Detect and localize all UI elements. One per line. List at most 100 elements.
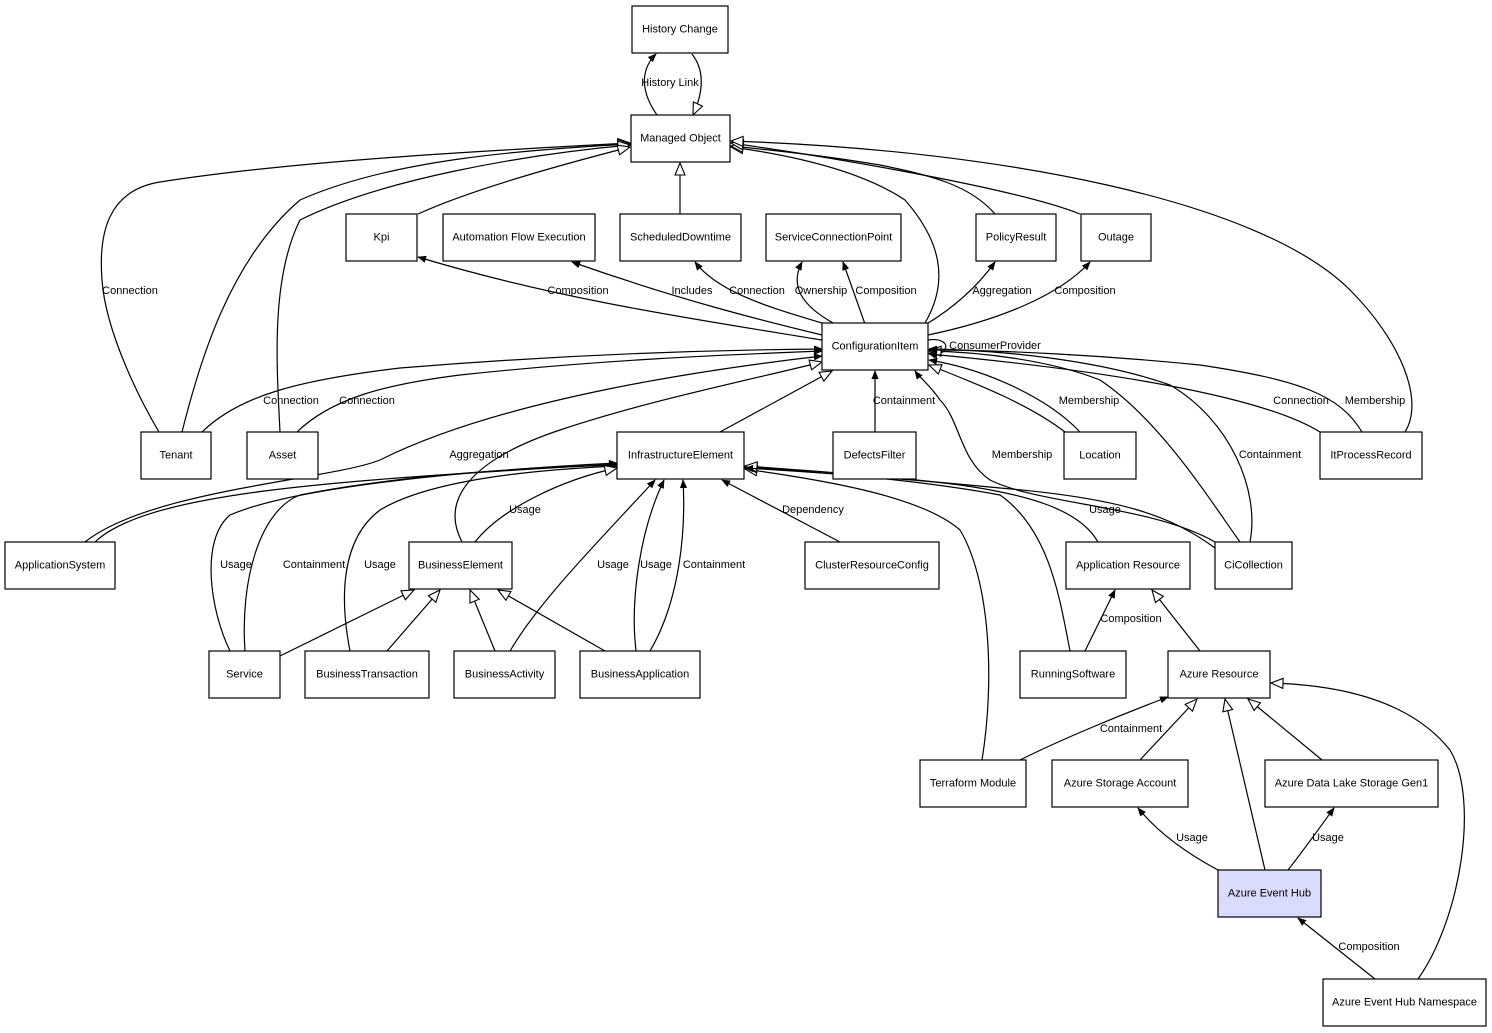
svg-text:Azure Data Lake Storage Gen1: Azure Data Lake Storage Gen1 bbox=[1275, 778, 1428, 790]
edge-sa-to-azr bbox=[1139, 699, 1197, 761]
label-containment: Containment bbox=[873, 395, 935, 407]
edge-aeh-to-sa bbox=[1137, 807, 1219, 871]
label-usage: Usage bbox=[1176, 832, 1208, 844]
node-scheduled-downtime[interactable]: ScheduledDowntime bbox=[619, 213, 742, 262]
svg-text:Terraform Module: Terraform Module bbox=[930, 778, 1016, 790]
node-ci-collection[interactable]: CiCollection bbox=[1214, 541, 1293, 590]
svg-text:Tenant: Tenant bbox=[159, 450, 192, 462]
node-infrastructure-element[interactable]: InfrastructureElement bbox=[616, 431, 745, 480]
node-azure-resource[interactable]: Azure Resource bbox=[1167, 650, 1271, 699]
node-tenant[interactable]: Tenant bbox=[140, 431, 212, 480]
edge-bapp-to-be bbox=[498, 590, 606, 652]
edge-ci-to-automation bbox=[571, 261, 823, 336]
node-policy-result[interactable]: PolicyResult bbox=[975, 213, 1057, 262]
label-membership: Membership bbox=[992, 449, 1053, 461]
node-managed-object[interactable]: Managed Object bbox=[630, 114, 731, 163]
svg-text:Automation Flow Execution: Automation Flow Execution bbox=[452, 232, 585, 244]
node-business-transaction[interactable]: BusinessTransaction bbox=[304, 650, 430, 699]
node-history-change[interactable]: History Change bbox=[631, 5, 729, 54]
svg-text:ClusterResourceConfig: ClusterResourceConfig bbox=[815, 560, 929, 572]
edge-tenant-to-managed-object bbox=[100, 143, 630, 433]
node-service[interactable]: Service bbox=[208, 650, 281, 699]
label-dependency: Dependency bbox=[782, 504, 844, 516]
node-azure-data-lake-storage-gen1[interactable]: Azure Data Lake Storage Gen1 bbox=[1264, 759, 1439, 808]
node-application-system[interactable]: ApplicationSystem bbox=[4, 541, 116, 590]
edge-history-link bbox=[643, 53, 658, 116]
svg-text:Azure Event Hub Namespace: Azure Event Hub Namespace bbox=[1332, 997, 1477, 1009]
svg-text:ApplicationSystem: ApplicationSystem bbox=[15, 560, 106, 572]
edge-kpi-to-managed-object bbox=[417, 147, 630, 215]
svg-text:RunningSoftware: RunningSoftware bbox=[1031, 669, 1115, 681]
label-connection: Connection bbox=[263, 395, 319, 407]
node-configuration-item[interactable]: ConfigurationItem bbox=[821, 322, 929, 371]
edge-tenant-to-ci bbox=[201, 345, 823, 433]
edge-asset-to-ci bbox=[296, 347, 823, 433]
edge-tf-to-azr-containment bbox=[1019, 696, 1169, 761]
svg-text:Managed Object: Managed Object bbox=[640, 133, 721, 145]
svg-text:BusinessActivity: BusinessActivity bbox=[465, 669, 545, 681]
label-connection: Connection bbox=[1273, 395, 1329, 407]
edge-ci-to-kpi bbox=[417, 255, 823, 341]
node-defects-filter[interactable]: DefectsFilter bbox=[832, 431, 917, 480]
label-usage: Usage bbox=[364, 559, 396, 571]
svg-text:Outage: Outage bbox=[1098, 232, 1134, 244]
label-usage: Usage bbox=[640, 559, 672, 571]
node-terraform-module[interactable]: Terraform Module bbox=[919, 759, 1027, 808]
edge-dl-to-azr bbox=[1248, 699, 1323, 761]
label-usage: Usage bbox=[509, 504, 541, 516]
node-it-process-record[interactable]: ItProcessRecord bbox=[1319, 431, 1423, 480]
edge-rs-to-ar bbox=[1084, 589, 1116, 652]
node-running-software[interactable]: RunningSoftware bbox=[1019, 650, 1127, 699]
node-business-application[interactable]: BusinessApplication bbox=[579, 650, 701, 699]
node-service-connection-point[interactable]: ServiceConnectionPoint bbox=[765, 213, 902, 262]
node-automation-flow-execution[interactable]: Automation Flow Execution bbox=[442, 213, 596, 262]
node-cluster-resource-config[interactable]: ClusterResourceConfig bbox=[804, 541, 940, 590]
label-composition: Composition bbox=[547, 285, 608, 297]
node-azure-event-hub[interactable]: Azure Event Hub bbox=[1217, 869, 1322, 918]
label-containment: Containment bbox=[683, 559, 745, 571]
node-asset[interactable]: Asset bbox=[246, 431, 319, 480]
edge-itpr-to-ci-connection bbox=[928, 351, 1321, 433]
node-business-element[interactable]: BusinessElement bbox=[408, 541, 513, 590]
svg-text:ServiceConnectionPoint: ServiceConnectionPoint bbox=[775, 232, 892, 244]
node-location[interactable]: Location bbox=[1063, 431, 1137, 480]
edge-ci-to-scp-composition bbox=[842, 261, 866, 325]
label-composition: Composition bbox=[1054, 285, 1115, 297]
edge-tenant2-to-managed-object bbox=[181, 144, 630, 433]
edge-infra-to-ci bbox=[719, 371, 832, 433]
svg-text:Asset: Asset bbox=[269, 450, 297, 462]
edge-ci-to-outage bbox=[927, 261, 1091, 336]
svg-text:Location: Location bbox=[1079, 450, 1121, 462]
svg-text:ScheduledDowntime: ScheduledDowntime bbox=[630, 232, 731, 244]
edge-location-to-ci-membership bbox=[928, 357, 1081, 433]
label-aggregation: Aggregation bbox=[449, 449, 508, 461]
label-includes: Includes bbox=[672, 285, 713, 297]
label-composition: Composition bbox=[855, 285, 916, 297]
label-connection: Connection bbox=[102, 285, 158, 297]
label-aggregation: Aggregation bbox=[972, 285, 1031, 297]
label-containment: Containment bbox=[1100, 723, 1162, 735]
edge-crc-to-infra bbox=[721, 479, 841, 543]
node-application-resource[interactable]: Application Resource bbox=[1065, 541, 1191, 590]
node-outage[interactable]: Outage bbox=[1080, 213, 1152, 262]
label-usage: Usage bbox=[1312, 832, 1344, 844]
node-kpi[interactable]: Kpi bbox=[345, 213, 418, 262]
label-usage: Usage bbox=[220, 559, 252, 571]
edge-cicollection-to-ci-gen bbox=[929, 351, 1241, 543]
label-consumer-provider: ConsumerProvider bbox=[949, 340, 1041, 352]
svg-text:BusinessTransaction: BusinessTransaction bbox=[316, 669, 418, 681]
label-composition: Composition bbox=[1338, 941, 1399, 953]
node-azure-storage-account[interactable]: Azure Storage Account bbox=[1051, 759, 1189, 808]
label-membership: Membership bbox=[1059, 395, 1120, 407]
edge-cic-to-infra-usage bbox=[744, 464, 1216, 549]
svg-text:Azure Resource: Azure Resource bbox=[1180, 669, 1259, 681]
edge-ci-to-managed-object bbox=[731, 147, 940, 324]
node-business-activity[interactable]: BusinessActivity bbox=[453, 650, 556, 699]
node-azure-event-hub-namespace[interactable]: Azure Event Hub Namespace bbox=[1322, 978, 1487, 1027]
edge-aeh-to-dl bbox=[1287, 807, 1335, 871]
edge-policy-result-to-managed-object bbox=[731, 146, 996, 215]
edge-bt-to-infra-usage bbox=[343, 462, 618, 652]
label-history-link: History Link bbox=[641, 77, 699, 89]
svg-text:Application Resource: Application Resource bbox=[1076, 560, 1180, 572]
